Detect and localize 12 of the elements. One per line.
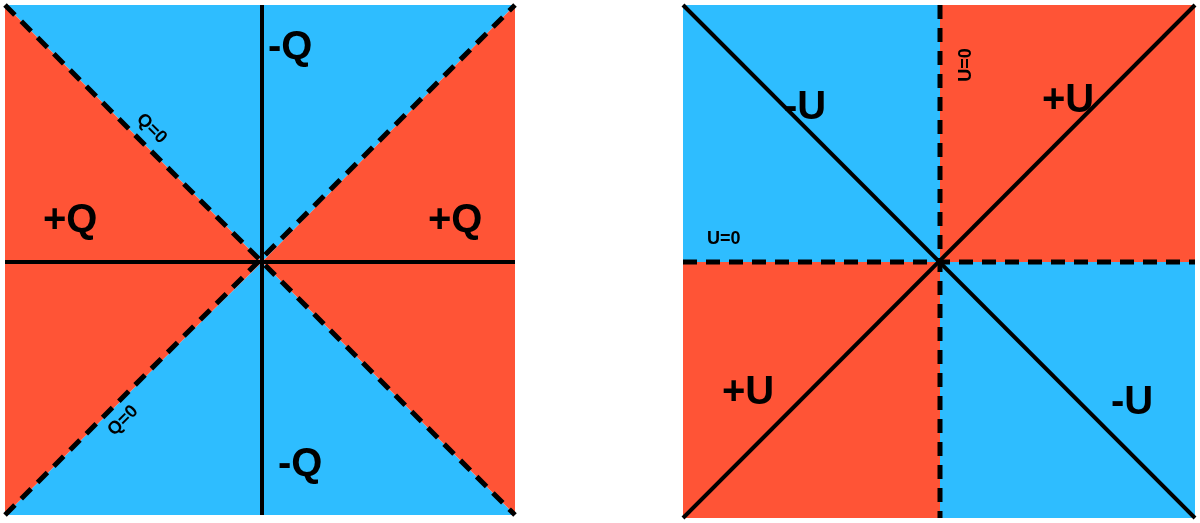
region-sign-label: +U — [1042, 78, 1095, 118]
region-sign-label: +Q — [43, 198, 98, 238]
zero-line-label: Q=0 — [133, 109, 171, 147]
region-sign-label: -Q — [278, 442, 323, 482]
zero-line-label: Q=0 — [103, 401, 141, 439]
region-sign-label: +Q — [428, 198, 483, 238]
region-sign-label: -Q — [268, 25, 313, 65]
region-sign-label: -U — [1111, 380, 1154, 420]
region-sign-label: -U — [784, 85, 827, 125]
zero-line-label: U=0 — [707, 229, 741, 247]
region-sign-label: +U — [722, 370, 775, 410]
zero-line-label: U=0 — [955, 48, 974, 82]
